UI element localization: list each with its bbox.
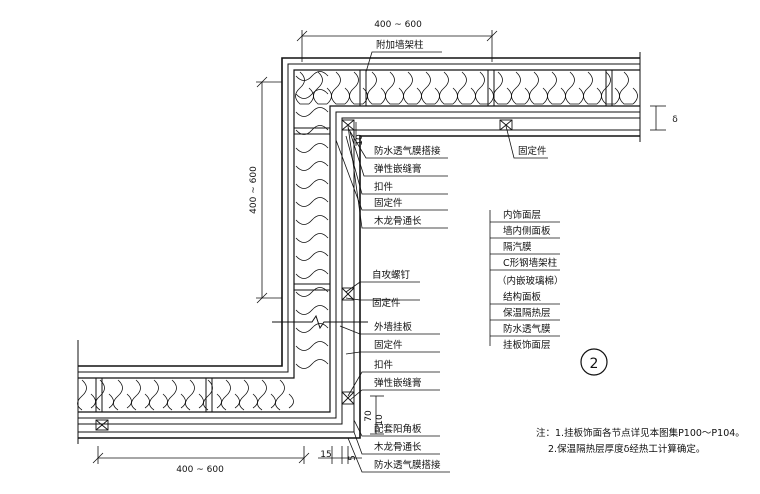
label-guaban-shimianceng: 挂板饰面层 xyxy=(503,339,551,351)
dim-fifteen: 15 xyxy=(320,450,331,460)
dim-ten-a: 10 xyxy=(355,134,365,146)
label-tanxing-qianfenggao-bottom: 弹性嵌缝膏 xyxy=(374,377,422,389)
break-mid-left xyxy=(272,314,368,330)
dimension-lines xyxy=(92,30,666,464)
batten-bottom xyxy=(95,419,109,431)
label-neiqian-boli-mian: （内嵌玻璃棉） xyxy=(497,275,564,287)
label-neishi-mianceng: 内饰面层 xyxy=(503,209,541,221)
dim-bottom: 400 ~ 600 xyxy=(176,465,224,475)
insulation-batt-pattern xyxy=(77,71,638,411)
post-bottom-left xyxy=(95,377,103,413)
note-line-1: 注：1.挂板饰面各节点详见本图集P100～P104。 xyxy=(536,427,745,439)
note-line-2: 2.保温隔热层厚度δ经热工计算确定。 xyxy=(548,443,705,455)
label-fujia-qiangjiazhu: 附加墙架柱 xyxy=(376,39,424,51)
structural-panel-line xyxy=(78,111,640,419)
dim-delta: δ xyxy=(672,115,678,125)
label-tanxing-qianfenggao-top: 弹性嵌缝膏 xyxy=(374,163,422,175)
frame-posts xyxy=(95,69,613,413)
post-bottom-mid xyxy=(205,377,213,413)
post-left-top xyxy=(293,127,331,135)
insulation-outer-line xyxy=(78,69,640,379)
dim-five: 5 xyxy=(348,455,358,461)
label-gudingjian-a: 固定件 xyxy=(374,197,403,209)
dim-seventy: 70 xyxy=(364,410,374,422)
label-koujian-bottom: 扣件 xyxy=(374,359,394,371)
label-fangshui-damo-dajie-top: 防水透气膜搭接 xyxy=(374,145,441,157)
label-fangshui-touqimo: 防水透气膜 xyxy=(503,323,551,335)
label-gudingjian-c: 固定件 xyxy=(374,339,403,351)
label-gudingjian-b: 固定件 xyxy=(372,297,401,309)
label-c-gang-qiangjiazhu: C形钢墙架柱 xyxy=(503,257,558,269)
label-geqimo: 隔汽膜 xyxy=(503,241,532,253)
detail-number: 2 xyxy=(590,356,599,372)
label-mulonggu-bottom: 木龙骨通长 xyxy=(374,441,422,453)
wood-battens xyxy=(95,119,513,431)
batten-corner-top xyxy=(341,119,355,131)
dim-top: 400 ~ 600 xyxy=(374,20,422,30)
break-lines xyxy=(77,52,641,444)
batten-top xyxy=(499,119,513,131)
label-mulonggu-top: 木龙骨通长 xyxy=(374,215,422,227)
post-left-mid xyxy=(293,283,331,291)
leader-lines xyxy=(335,51,560,473)
detail-number-circle xyxy=(580,348,608,376)
dim-left: 400 ~ 600 xyxy=(249,166,259,214)
inner-finish-line xyxy=(78,135,640,439)
post-top-left xyxy=(359,69,367,107)
label-fangshui-damo-dajie-bottom: 防水透气膜搭接 xyxy=(374,459,441,471)
batten-corner-bottom xyxy=(341,391,355,405)
label-zigong-luoding: 自攻螺钉 xyxy=(372,269,411,281)
label-baowen-gereceng: 保温隔热层 xyxy=(503,307,551,319)
label-gudingjian-right: 固定件 xyxy=(518,145,547,157)
post-top-mid xyxy=(487,69,495,107)
label-koujian-top: 扣件 xyxy=(374,181,394,193)
wall-layers xyxy=(78,57,640,439)
post-top-right xyxy=(605,69,613,107)
label-waiqiang-guaban: 外墙挂板 xyxy=(374,321,413,333)
insulation-inner-line xyxy=(78,105,640,413)
batten-left xyxy=(341,287,355,301)
label-jiegou-mianban: 结构面板 xyxy=(503,291,542,303)
label-qiang-neice-mianban: 墙内侧面板 xyxy=(503,225,551,237)
stud-line-b xyxy=(78,129,640,433)
outer-cladding-line-2 xyxy=(78,63,640,373)
stud-line-a xyxy=(78,117,640,425)
outer-cladding-line xyxy=(78,57,640,367)
dim-ten-b: 10 xyxy=(375,414,385,426)
label-peitao-yangjiaoban: 配套阳角板 xyxy=(374,423,422,435)
